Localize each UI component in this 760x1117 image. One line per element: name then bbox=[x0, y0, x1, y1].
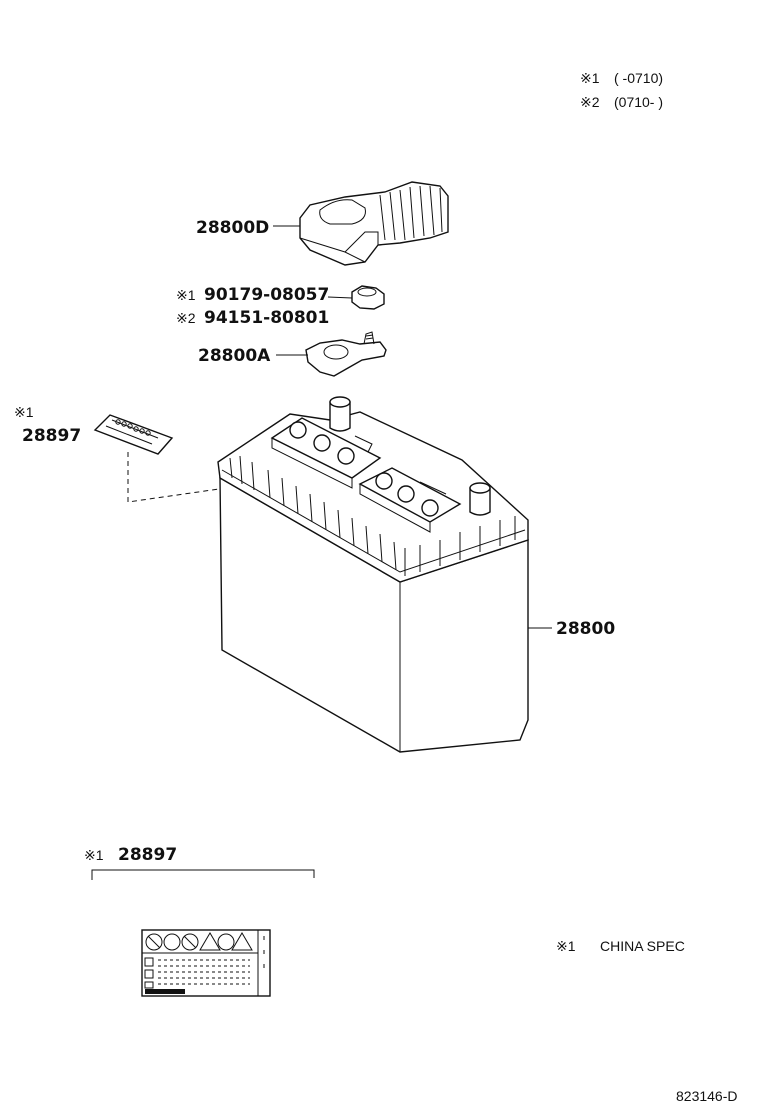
label-caution: 28897 bbox=[22, 426, 81, 446]
label-nut1-mark: ※1 bbox=[176, 287, 196, 303]
leader-nut bbox=[327, 296, 353, 299]
legend-note2-range: (0710- ) bbox=[614, 94, 663, 110]
detail-mark: ※1 bbox=[84, 847, 104, 863]
label-battery: 28800 bbox=[556, 619, 615, 639]
legend-note1-mark: ※1 bbox=[580, 70, 600, 86]
battery-illustration bbox=[217, 396, 529, 753]
drawing-id: 823146-D bbox=[676, 1088, 738, 1104]
detail-part: 28897 bbox=[118, 845, 177, 865]
legend-note1-range: ( -0710) bbox=[614, 70, 663, 86]
legend-note2-mark: ※2 bbox=[580, 94, 600, 110]
label-nut2-mark: ※2 bbox=[176, 310, 196, 326]
terminal-clamp-illustration bbox=[305, 331, 387, 377]
label-caution-mark: ※1 bbox=[14, 404, 34, 420]
caution-label-detail bbox=[141, 929, 271, 997]
label-terminal: 28800A bbox=[198, 346, 271, 366]
terminal-cover-illustration bbox=[299, 181, 449, 266]
spec-note-mark: ※1 bbox=[556, 938, 576, 954]
label-cover: 28800D bbox=[196, 218, 269, 238]
nut-illustration bbox=[351, 285, 385, 310]
spec-note-text: CHINA SPEC bbox=[600, 938, 685, 954]
label-nut2: 94151-80801 bbox=[204, 308, 329, 328]
detail-bracket bbox=[91, 869, 315, 880]
label-nut1: 90179-08057 bbox=[204, 285, 329, 305]
caution-label-illustration bbox=[93, 414, 174, 455]
